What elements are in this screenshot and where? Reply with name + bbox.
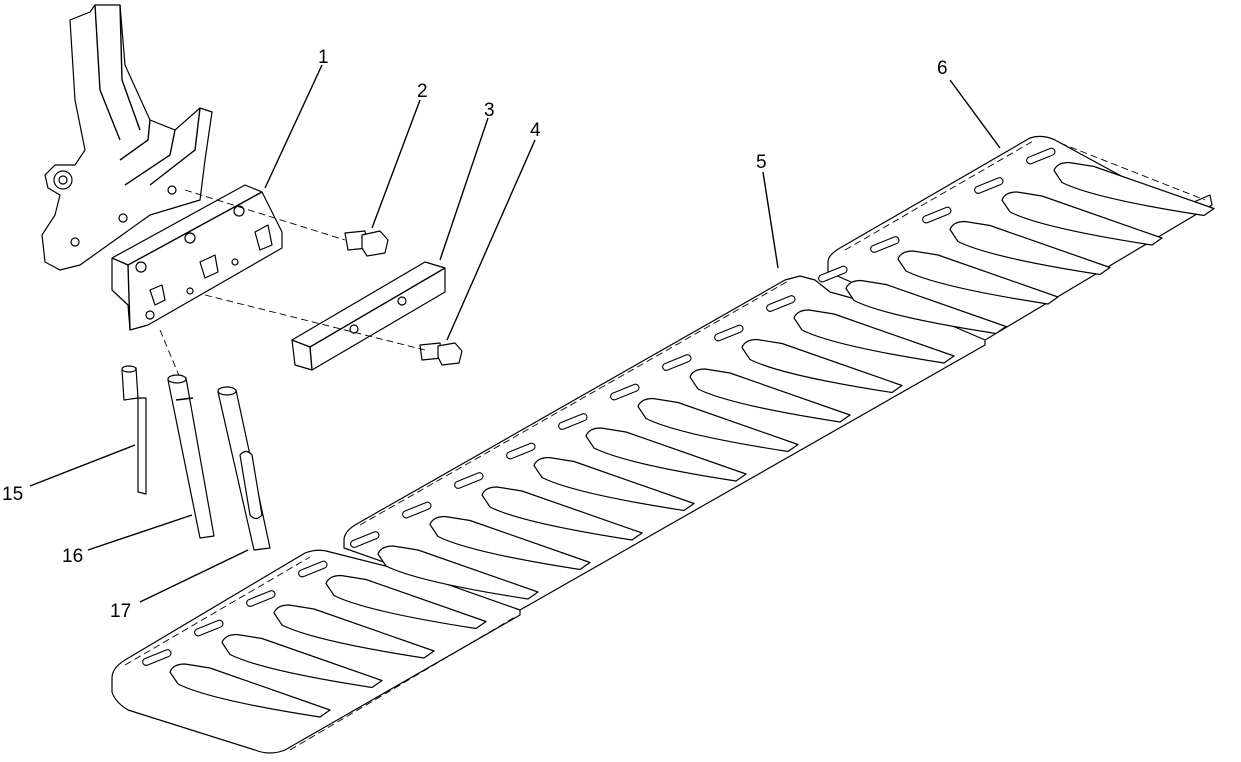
knife-tooth bbox=[949, 220, 1111, 276]
knife-teeth bbox=[169, 161, 1215, 718]
knife-slot bbox=[454, 472, 484, 489]
callout-16: 16 bbox=[62, 546, 83, 567]
knife-tooth bbox=[1001, 191, 1163, 246]
callout-4: 4 bbox=[530, 120, 541, 141]
knife-tooth bbox=[221, 633, 383, 689]
knife-tooth bbox=[741, 338, 903, 394]
knife-slot bbox=[610, 383, 640, 401]
knife-tooth bbox=[481, 486, 643, 541]
callout-2: 2 bbox=[417, 81, 428, 102]
callout-6: 6 bbox=[937, 58, 948, 79]
leader-4 bbox=[446, 139, 536, 341]
knife-slot bbox=[1026, 147, 1056, 165]
leader-15 bbox=[29, 444, 136, 487]
knife-slots bbox=[142, 147, 1056, 666]
pin-17 bbox=[217, 386, 271, 551]
knife-tooth bbox=[793, 309, 955, 364]
knife-tooth bbox=[169, 663, 331, 718]
knife-slot bbox=[558, 413, 588, 430]
leader-3 bbox=[439, 117, 489, 261]
knife-slot bbox=[714, 324, 744, 342]
knife-slot bbox=[298, 560, 328, 578]
part-3-bar bbox=[291, 261, 446, 371]
leader-5 bbox=[762, 171, 779, 269]
knife-slot bbox=[194, 619, 224, 637]
knife-slot bbox=[766, 295, 796, 312]
knife-tooth bbox=[533, 456, 695, 512]
assembly-lines bbox=[159, 189, 426, 379]
leader-1 bbox=[264, 64, 323, 189]
knife-slot bbox=[870, 236, 900, 253]
knife-slot bbox=[246, 590, 276, 607]
pin-16 bbox=[167, 374, 215, 539]
callout-15: 15 bbox=[2, 484, 23, 505]
leader-6 bbox=[949, 79, 1001, 149]
knife-slot bbox=[402, 501, 432, 519]
leader-lines bbox=[29, 64, 1001, 603]
knife-slot bbox=[506, 442, 536, 460]
knife-tooth bbox=[637, 397, 799, 453]
knife-tooth bbox=[273, 604, 435, 659]
knife-tooth bbox=[1053, 161, 1215, 217]
callout-1: 1 bbox=[318, 47, 329, 68]
knife-tooth bbox=[429, 515, 591, 571]
knife-tooth bbox=[689, 368, 851, 423]
knife-slot bbox=[922, 206, 952, 224]
leader-2 bbox=[371, 99, 421, 229]
callout-17: 17 bbox=[110, 601, 131, 622]
knife-slot bbox=[974, 177, 1004, 194]
knife-slot bbox=[350, 531, 380, 548]
leader-16 bbox=[87, 514, 193, 551]
leader-17 bbox=[139, 549, 249, 603]
part-1-block bbox=[111, 184, 283, 331]
knife-tooth bbox=[377, 545, 539, 600]
knife-slot bbox=[818, 265, 848, 283]
knife-tooth bbox=[585, 427, 747, 482]
knife-tooth bbox=[845, 279, 1007, 335]
frame-bracket bbox=[41, 4, 213, 271]
callouts: 1 2 3 4 5 6 15 16 17 bbox=[2, 47, 948, 622]
knife-tooth bbox=[325, 574, 487, 630]
knife-slot bbox=[142, 649, 172, 666]
callout-5: 5 bbox=[756, 152, 767, 173]
bolt-2 bbox=[344, 230, 389, 257]
knife-slot bbox=[662, 354, 692, 371]
knife-tooth bbox=[897, 250, 1059, 305]
callout-3: 3 bbox=[484, 100, 495, 121]
bolt-4 bbox=[419, 342, 463, 366]
pin-15 bbox=[121, 365, 147, 495]
